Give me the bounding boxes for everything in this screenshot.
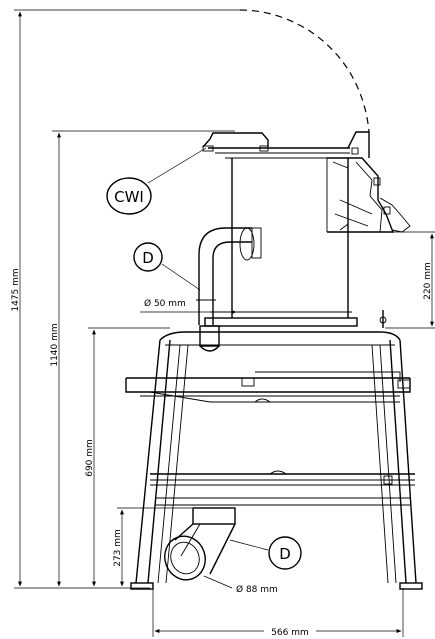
machine-body (202, 131, 411, 328)
dimension-overall-height: 1475 mm (11, 268, 21, 311)
stand-frame (125, 331, 423, 590)
upper-pipe (196, 227, 262, 352)
callout-d-upper (133, 242, 201, 291)
callout-d-lower (229, 536, 302, 570)
dimension-right-height: 220 mm (423, 262, 433, 300)
dimension-lines (14, 9, 435, 637)
dimension-outlet-height: 273 mm (113, 529, 123, 567)
callout-d-upper-label: D (142, 249, 154, 267)
pipe-diameter-88: Ø 88 mm (236, 584, 278, 595)
dimension-top-height: 1140 mm (50, 323, 60, 366)
dimension-base-width: 566 mm (271, 628, 309, 638)
callout-d-lower-label: D (279, 545, 291, 563)
dimension-stand-height: 690 mm (85, 439, 95, 477)
lid-swing-arc (239, 9, 370, 133)
lower-pipe (164, 507, 236, 581)
callout-cwi-label: CWI (114, 188, 144, 206)
callout-cwi (106, 147, 207, 215)
pipe-diameter-50: Ø 50 mm (144, 298, 186, 309)
